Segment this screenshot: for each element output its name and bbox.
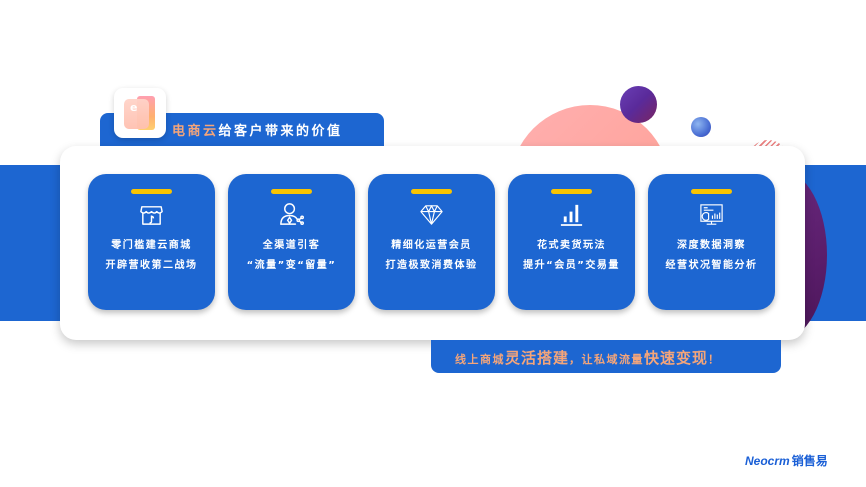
value-card-1: 零门槛建云商城 开辟营收第二战场	[88, 174, 215, 310]
slogan-part-2: ，让私域流量	[569, 353, 645, 366]
card-line-1: 零门槛建云商城	[111, 240, 192, 251]
card-pill-decoration	[691, 189, 732, 194]
brand-name-cn: 销售易	[791, 454, 828, 468]
slogan-bar	[431, 340, 781, 373]
card-line-1: 精细化运营会员	[391, 240, 472, 251]
ecommerce-cloud-app-icon: e	[114, 88, 166, 138]
bar-chart-icon	[560, 204, 583, 226]
card-line-1: 深度数据洞察	[677, 240, 746, 251]
dashboard-monitor-icon	[700, 204, 723, 225]
card-line-1: 花式卖货玩法	[537, 240, 606, 251]
page-title: 电商云给客户带来的价值	[172, 120, 343, 139]
card-line-2: 打造极致消费体验	[385, 260, 478, 271]
card-pill-decoration	[271, 189, 312, 194]
decorative-purple-circle	[620, 86, 657, 123]
card-pill-decoration	[551, 189, 592, 194]
value-card-4: 花式卖货玩法 提升“会员”交易量	[508, 174, 635, 310]
slogan-text: 线上商城灵活搭建，让私域流量快速变现！	[455, 347, 721, 368]
card-line-2: “流量”变“留量”	[246, 260, 337, 271]
diamond-icon	[420, 205, 443, 225]
card-line-2: 开辟营收第二战场	[105, 260, 198, 271]
card-line-2: 提升“会员”交易量	[523, 260, 620, 271]
brand-name-en: Neocrm	[745, 454, 790, 468]
title-rest: 给客户带来的价值	[218, 124, 343, 139]
title-accent: 电商云	[172, 124, 219, 139]
card-line-1: 全渠道引客	[262, 240, 321, 251]
value-card-5: 深度数据洞察 经营状况智能分析	[648, 174, 775, 310]
decorative-blue-circle	[691, 117, 711, 137]
slogan-exclamation: ！	[708, 353, 721, 366]
storefront-icon	[140, 206, 163, 225]
slogan-part-1: 线上商城	[455, 353, 505, 366]
user-share-icon	[280, 203, 304, 226]
value-card-3: 精细化运营会员 打造极致消费体验	[368, 174, 495, 310]
card-pill-decoration	[131, 189, 172, 194]
card-line-2: 经营状况智能分析	[665, 260, 758, 271]
slogan-highlight-2: 快速变现	[644, 349, 709, 367]
app-icon-e-glyph: e	[130, 101, 138, 114]
slogan-highlight-1: 灵活搭建	[505, 349, 570, 367]
card-pill-decoration	[411, 189, 452, 194]
value-card-2: 全渠道引客 “流量”变“留量”	[228, 174, 355, 310]
app-icon-front-layer	[124, 99, 149, 129]
